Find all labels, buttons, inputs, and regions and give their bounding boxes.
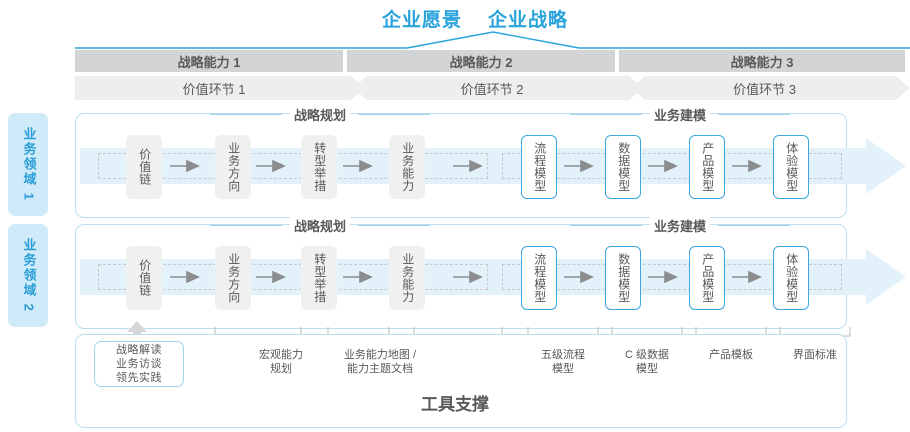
section-caption-2-modeling: 业务建模 bbox=[530, 215, 830, 235]
tool-label-line-1: 五级流程 bbox=[541, 349, 585, 361]
caption-rule-right bbox=[718, 224, 790, 226]
dashed-track-2b bbox=[502, 264, 842, 290]
step-box-product-model[interactable]: 产品模型 bbox=[689, 135, 725, 199]
section-caption-1-planning: 战略规划 bbox=[150, 104, 490, 124]
tool-source-line-3: 领先实践 bbox=[116, 372, 162, 385]
arrow-icon bbox=[564, 160, 594, 172]
section-caption-text: 业务建模 bbox=[649, 104, 710, 124]
tool-source-line-2: 业务访谈 bbox=[116, 357, 162, 370]
value-link-cell-1: 价值环节 1 bbox=[75, 76, 365, 100]
value-link-cell-2: 价值环节 2 bbox=[353, 76, 643, 100]
domain-tab-2[interactable]: 业务领域 2 bbox=[8, 224, 48, 327]
step-box-business-direction[interactable]: 业务方向 bbox=[215, 135, 251, 199]
arrow-icon bbox=[170, 160, 200, 172]
page-title-vision: 企业愿景 bbox=[381, 9, 462, 31]
domain-tab-1[interactable]: 业务领域 1 bbox=[8, 113, 48, 216]
step-box-business-capability[interactable]: 业务能力 bbox=[389, 135, 425, 199]
tool-label-product-template: 产品模板 bbox=[681, 348, 781, 362]
tool-label-five-level-process: 五级流程 模型 bbox=[513, 348, 613, 377]
tool-label-capability-map: 业务能力地图 / 能力主题文档 bbox=[315, 348, 445, 377]
step-box-business-capability[interactable]: 业务能力 bbox=[389, 246, 425, 310]
dashed-track-1a bbox=[98, 153, 488, 179]
step-box-business-direction[interactable]: 业务方向 bbox=[215, 246, 251, 310]
tool-source-box[interactable]: 战略解读 业务访谈 领先实践 bbox=[94, 341, 184, 387]
capability-cell-2: 战略能力 2 bbox=[347, 50, 615, 72]
dashed-track-1b bbox=[502, 153, 842, 179]
arrow-icon bbox=[453, 160, 483, 172]
arrow-icon bbox=[343, 271, 373, 283]
tool-support-panel bbox=[75, 334, 847, 428]
caption-rule-right bbox=[358, 113, 430, 115]
step-box-transformation[interactable]: 转型举措 bbox=[301, 135, 337, 199]
value-link-label-1: 价值环节 1 bbox=[182, 81, 246, 97]
capability-cell-3: 战略能力 3 bbox=[619, 50, 905, 72]
caption-rule-left bbox=[209, 224, 282, 226]
arrow-icon bbox=[732, 271, 762, 283]
arrow-icon bbox=[453, 271, 483, 283]
section-caption-1-modeling: 业务建模 bbox=[530, 104, 830, 124]
section-caption-2-planning: 战略规划 bbox=[150, 215, 490, 235]
section-caption-text: 战略规划 bbox=[289, 215, 350, 235]
caption-rule-left bbox=[209, 113, 282, 115]
step-box-data-model[interactable]: 数据模型 bbox=[605, 246, 641, 310]
domain-tab-label-1: 业务领域 1 bbox=[21, 127, 37, 202]
caption-rule-right bbox=[718, 113, 790, 115]
tool-source-line-1: 战略解读 bbox=[116, 343, 162, 356]
value-link-label-3: 价值环节 3 bbox=[733, 81, 796, 97]
tool-label-line-1: 产品模板 bbox=[709, 349, 753, 361]
value-link-cell-3: 价值环节 3 bbox=[631, 76, 910, 100]
step-box-transformation[interactable]: 转型举措 bbox=[301, 246, 337, 310]
arrow-icon bbox=[170, 271, 200, 283]
tool-label-line-2: 规划 bbox=[270, 363, 292, 376]
section-caption-text: 业务建模 bbox=[649, 215, 710, 235]
arrow-icon bbox=[256, 160, 286, 172]
arrow-icon bbox=[564, 271, 594, 283]
tool-label-line-1: 业务能力地图 / bbox=[343, 349, 417, 361]
arrow-icon bbox=[648, 160, 678, 172]
section-caption-text: 战略规划 bbox=[289, 104, 350, 124]
top-title-group: 企业愿景 企业战略 bbox=[355, 5, 595, 31]
step-box-value-chain[interactable]: 价值链 bbox=[126, 246, 162, 310]
page-title-strategy: 企业战略 bbox=[488, 9, 569, 31]
step-box-product-model[interactable]: 产品模型 bbox=[689, 246, 725, 310]
tool-label-macro-capability: 宏观能力 规划 bbox=[231, 348, 331, 377]
tool-label-line-1: 宏观能力 bbox=[259, 349, 303, 361]
title-peak-connector bbox=[75, 31, 910, 49]
caption-rule-left bbox=[569, 113, 642, 115]
dashed-track-2a bbox=[98, 264, 488, 290]
tool-label-line-1: 界面标准 bbox=[793, 349, 837, 361]
capability-cell-1: 战略能力 1 bbox=[75, 50, 343, 72]
step-box-data-model[interactable]: 数据模型 bbox=[605, 135, 641, 199]
arrow-icon bbox=[343, 160, 373, 172]
tool-label-line-2: 能力主题文档 bbox=[347, 363, 413, 376]
step-box-value-chain[interactable]: 价值链 bbox=[126, 135, 162, 199]
domain-tab-label-2: 业务领域 2 bbox=[21, 238, 37, 313]
caption-rule-left bbox=[569, 224, 642, 226]
value-link-row: 价值环节 1 价值环节 2 价值环节 3 bbox=[75, 76, 910, 100]
step-box-experience-model[interactable]: 体验模型 bbox=[773, 246, 809, 310]
upward-arrow-icon bbox=[127, 321, 147, 343]
capability-header-row: 战略能力 1 战略能力 2 战略能力 3 bbox=[75, 50, 905, 72]
caption-rule-right bbox=[358, 224, 430, 226]
arrow-icon bbox=[256, 271, 286, 283]
arrow-icon bbox=[732, 160, 762, 172]
step-box-process-model[interactable]: 流程模型 bbox=[521, 135, 557, 199]
value-link-label-2: 价值环节 2 bbox=[460, 81, 524, 97]
tool-label-c-level-data: C 级数据 模型 bbox=[597, 348, 697, 377]
tool-label-line-1: C 级数据 bbox=[625, 349, 669, 361]
tool-label-ui-standard: 界面标准 bbox=[765, 348, 865, 362]
arrow-icon bbox=[648, 271, 678, 283]
step-box-process-model[interactable]: 流程模型 bbox=[521, 246, 557, 310]
tool-support-title: 工具支撑 bbox=[421, 395, 489, 414]
tool-label-line-2: 模型 bbox=[636, 363, 658, 376]
step-box-experience-model[interactable]: 体验模型 bbox=[773, 135, 809, 199]
tool-label-line-2: 模型 bbox=[552, 363, 574, 376]
